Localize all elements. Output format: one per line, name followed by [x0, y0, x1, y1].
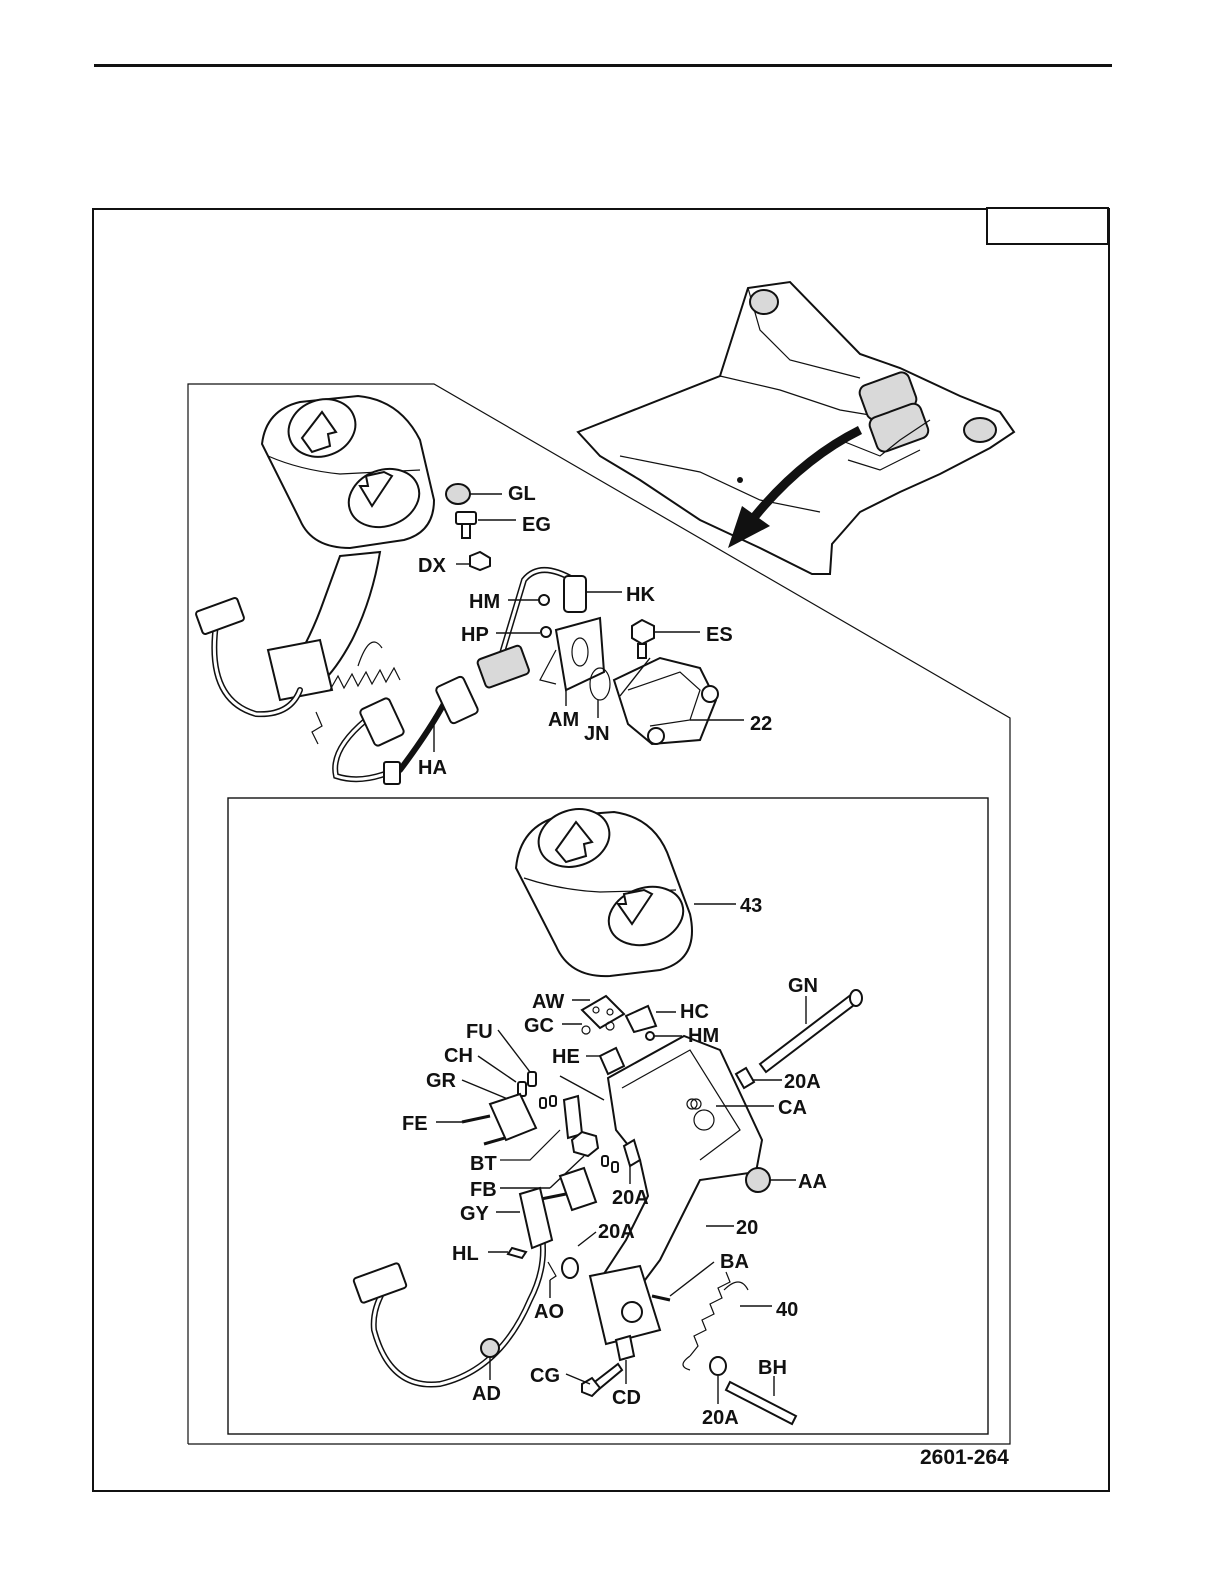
callout-HM-lower: HM	[688, 1025, 719, 1047]
switch-block	[536, 1168, 596, 1210]
clip-AO	[548, 1262, 556, 1298]
bushing-20A-d	[710, 1357, 726, 1404]
callout-HM: HM	[469, 591, 500, 613]
clip-AD	[481, 1339, 499, 1380]
callout-AA: AA	[798, 1171, 827, 1193]
callout-AD: AD	[472, 1383, 501, 1405]
tie-HL	[488, 1248, 526, 1258]
bushing-20A-b	[602, 1140, 640, 1184]
callout-CA: CA	[778, 1097, 807, 1119]
vehicle-floor-overview	[578, 282, 1014, 574]
screw-HM-lower	[646, 1032, 682, 1040]
clip-HC	[626, 1006, 676, 1032]
spring-40	[683, 1272, 772, 1370]
callout-DX: DX	[418, 555, 446, 577]
figure-number: 2601-264	[920, 1446, 1009, 1470]
callout-HA: HA	[418, 757, 447, 779]
cap-AA	[746, 1168, 796, 1192]
callout-20A-d: 20A	[702, 1407, 739, 1429]
callout-HP: HP	[461, 624, 489, 646]
nut-DX	[456, 552, 490, 570]
callout-HK: HK	[626, 584, 655, 606]
callout-AW: AW	[532, 991, 564, 1013]
callout-FE: FE	[402, 1113, 428, 1135]
callout-CG: CG	[530, 1365, 560, 1387]
callout-HL: HL	[452, 1243, 479, 1265]
callout-GL: GL	[508, 483, 536, 505]
callout-20A-c: 20A	[598, 1221, 635, 1243]
bushing-20A-c	[562, 1232, 596, 1278]
switch-FE	[436, 1094, 536, 1144]
callout-40: 40	[776, 1299, 798, 1321]
pedal-assembly-upper	[195, 390, 434, 744]
callout-FU: FU	[466, 1021, 493, 1043]
callout-CH: CH	[444, 1045, 473, 1067]
callout-GY: GY	[460, 1203, 490, 1225]
callout-BA: BA	[720, 1251, 749, 1273]
callout-HE: HE	[552, 1046, 580, 1068]
harness-HA	[335, 676, 479, 784]
callout-CD: CD	[612, 1387, 641, 1409]
callout-GC: GC	[524, 1015, 554, 1037]
callout-GN: GN	[788, 975, 818, 997]
callout-FB: FB	[470, 1179, 497, 1201]
bushing-20A-a	[736, 1068, 782, 1088]
bolt-EG	[456, 512, 516, 538]
callout-ES: ES	[706, 624, 733, 646]
pivot-bracket-22	[614, 658, 744, 744]
callout-20A-b: 20A	[612, 1187, 649, 1209]
callout-22: 22	[750, 713, 772, 735]
bushing-HE	[586, 1048, 624, 1074]
connector-plug	[477, 645, 530, 689]
harness-GY	[353, 1188, 552, 1385]
pin-BA	[652, 1262, 714, 1300]
plate-AW	[572, 996, 624, 1028]
callout-EG: EG	[522, 514, 551, 536]
bolt-ES	[632, 620, 700, 658]
callout-BT: BT	[470, 1153, 497, 1175]
callout-20: 20	[736, 1217, 758, 1239]
pedal-pad-43	[516, 800, 736, 976]
bushing-CD	[616, 1336, 634, 1384]
callout-HC: HC	[680, 1001, 709, 1023]
callout-JN: JN	[584, 723, 610, 745]
pin-GN	[760, 990, 862, 1072]
callout-AO: AO	[534, 1301, 564, 1323]
callout-GR: GR	[426, 1070, 457, 1092]
callout-AM: AM	[548, 709, 579, 731]
callout-BH: BH	[758, 1357, 787, 1379]
callout-43: 43	[740, 895, 762, 917]
washer-GC	[562, 1022, 614, 1034]
callout-20A-a: 20A	[784, 1071, 821, 1093]
cap-GL	[446, 484, 502, 504]
